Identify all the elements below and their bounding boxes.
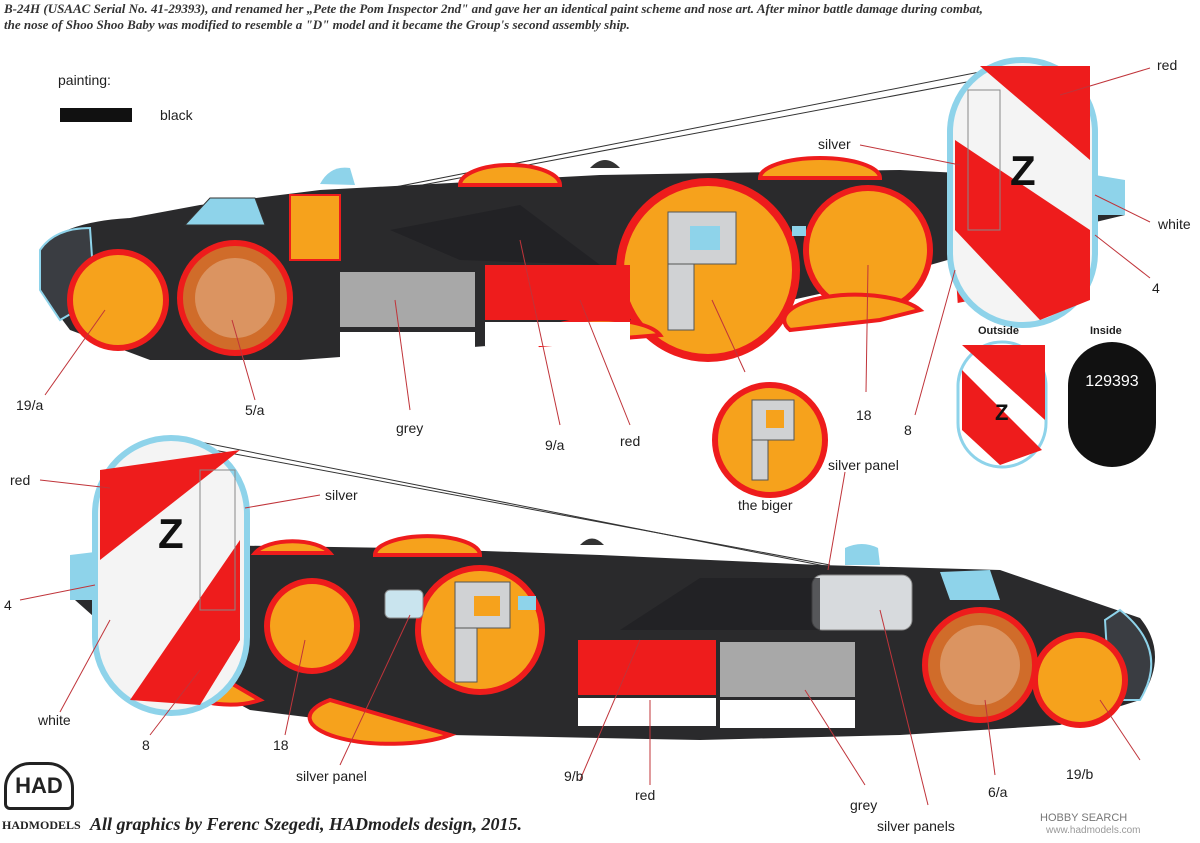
bottom-aircraft: Z xyxy=(19,435,1155,806)
header-line-1: B-24H (USAAC Serial No. 41-29393), and r… xyxy=(4,1,983,16)
bottom-label-silver-panel: silver panel xyxy=(296,768,367,784)
top-label-9a: 9/a xyxy=(545,437,565,453)
top-label-5a: 5/a xyxy=(245,402,265,418)
bottom-label-6a: 6/a xyxy=(988,784,1008,800)
bottom-label-4: 4 xyxy=(4,597,12,613)
header-line-2: the nose of Shoo Shoo Baby was modified … xyxy=(4,17,630,32)
top-label-red: red xyxy=(1157,57,1178,73)
inset-big-p xyxy=(712,382,828,498)
top-label-white: white xyxy=(1158,216,1191,232)
inset-tail-inside: 129393 xyxy=(1068,342,1156,467)
black-swatch xyxy=(60,108,132,122)
watermark-url: www.hadmodels.com xyxy=(1046,825,1141,836)
top-tail-letter: Z xyxy=(1010,147,1036,194)
bottom-label-18: 18 xyxy=(273,737,289,753)
credit-line: All graphics by Ferenc Szegedi, HADmodel… xyxy=(90,814,522,834)
top-red-panel xyxy=(485,265,630,320)
bottom-label-red-panel: red xyxy=(635,787,656,803)
top-label-4: 4 xyxy=(1152,280,1160,296)
had-logo: HAD xyxy=(4,762,74,810)
bottom-label-grey: grey xyxy=(850,797,878,813)
top-label-8: 8 xyxy=(904,422,912,438)
painting-title: painting: xyxy=(58,72,111,88)
top-tail: Z xyxy=(947,57,1125,328)
top-nose-art-5a xyxy=(177,240,293,356)
inset-outside-letter: Z xyxy=(995,400,1008,425)
top-aircraft: Z xyxy=(39,57,1151,426)
inset-inside-label: Inside xyxy=(1090,325,1122,337)
had-logo-text: HADMODELS xyxy=(2,818,81,832)
bottom-nose-art-6a xyxy=(922,607,1038,723)
bottom-tail: Z xyxy=(70,435,250,716)
bottom-label-silver-panel-top: silver panel xyxy=(828,457,899,473)
bottom-label-silver-panels: silver panels xyxy=(877,818,955,834)
top-label-19a: 19/a xyxy=(16,397,44,413)
bottom-roundel-p xyxy=(415,565,545,695)
top-label-grey: grey xyxy=(396,420,424,436)
inset-tail-outside: Z xyxy=(956,340,1048,469)
bottom-tail-letter: Z xyxy=(158,510,184,557)
bottom-roundel-18 xyxy=(264,578,360,674)
top-label-silver: silver xyxy=(818,136,851,152)
top-label-18: 18 xyxy=(856,407,872,423)
bottom-silver-panel-top xyxy=(811,574,913,631)
black-label: black xyxy=(160,107,193,123)
inset-outside-label: Outside xyxy=(978,325,1019,337)
header-text: B-24H (USAAC Serial No. 41-29393), and r… xyxy=(0,0,1200,40)
watermark-hobby-search: HOBBY SEARCH xyxy=(1040,812,1128,824)
bottom-label-19b: 19/b xyxy=(1066,766,1094,782)
top-nose-panel xyxy=(289,194,341,261)
bottom-red-panel xyxy=(578,640,716,695)
bottom-grey-panel xyxy=(720,642,855,697)
inset-serial: 129393 xyxy=(1085,373,1138,390)
bottom-label-red: red xyxy=(10,472,31,488)
bottom-label-9b: 9/b xyxy=(564,768,584,784)
top-label-red-panel: red xyxy=(620,433,641,449)
bottom-roundel-19b xyxy=(1032,632,1128,728)
bottom-label-silver: silver xyxy=(325,487,358,503)
bottom-label-white: white xyxy=(38,712,71,728)
bottom-label-8: 8 xyxy=(142,737,150,753)
top-grey-panel xyxy=(340,272,475,327)
top-roundel-19a xyxy=(67,249,169,351)
inset-big-p-caption: the biger xyxy=(738,497,793,513)
